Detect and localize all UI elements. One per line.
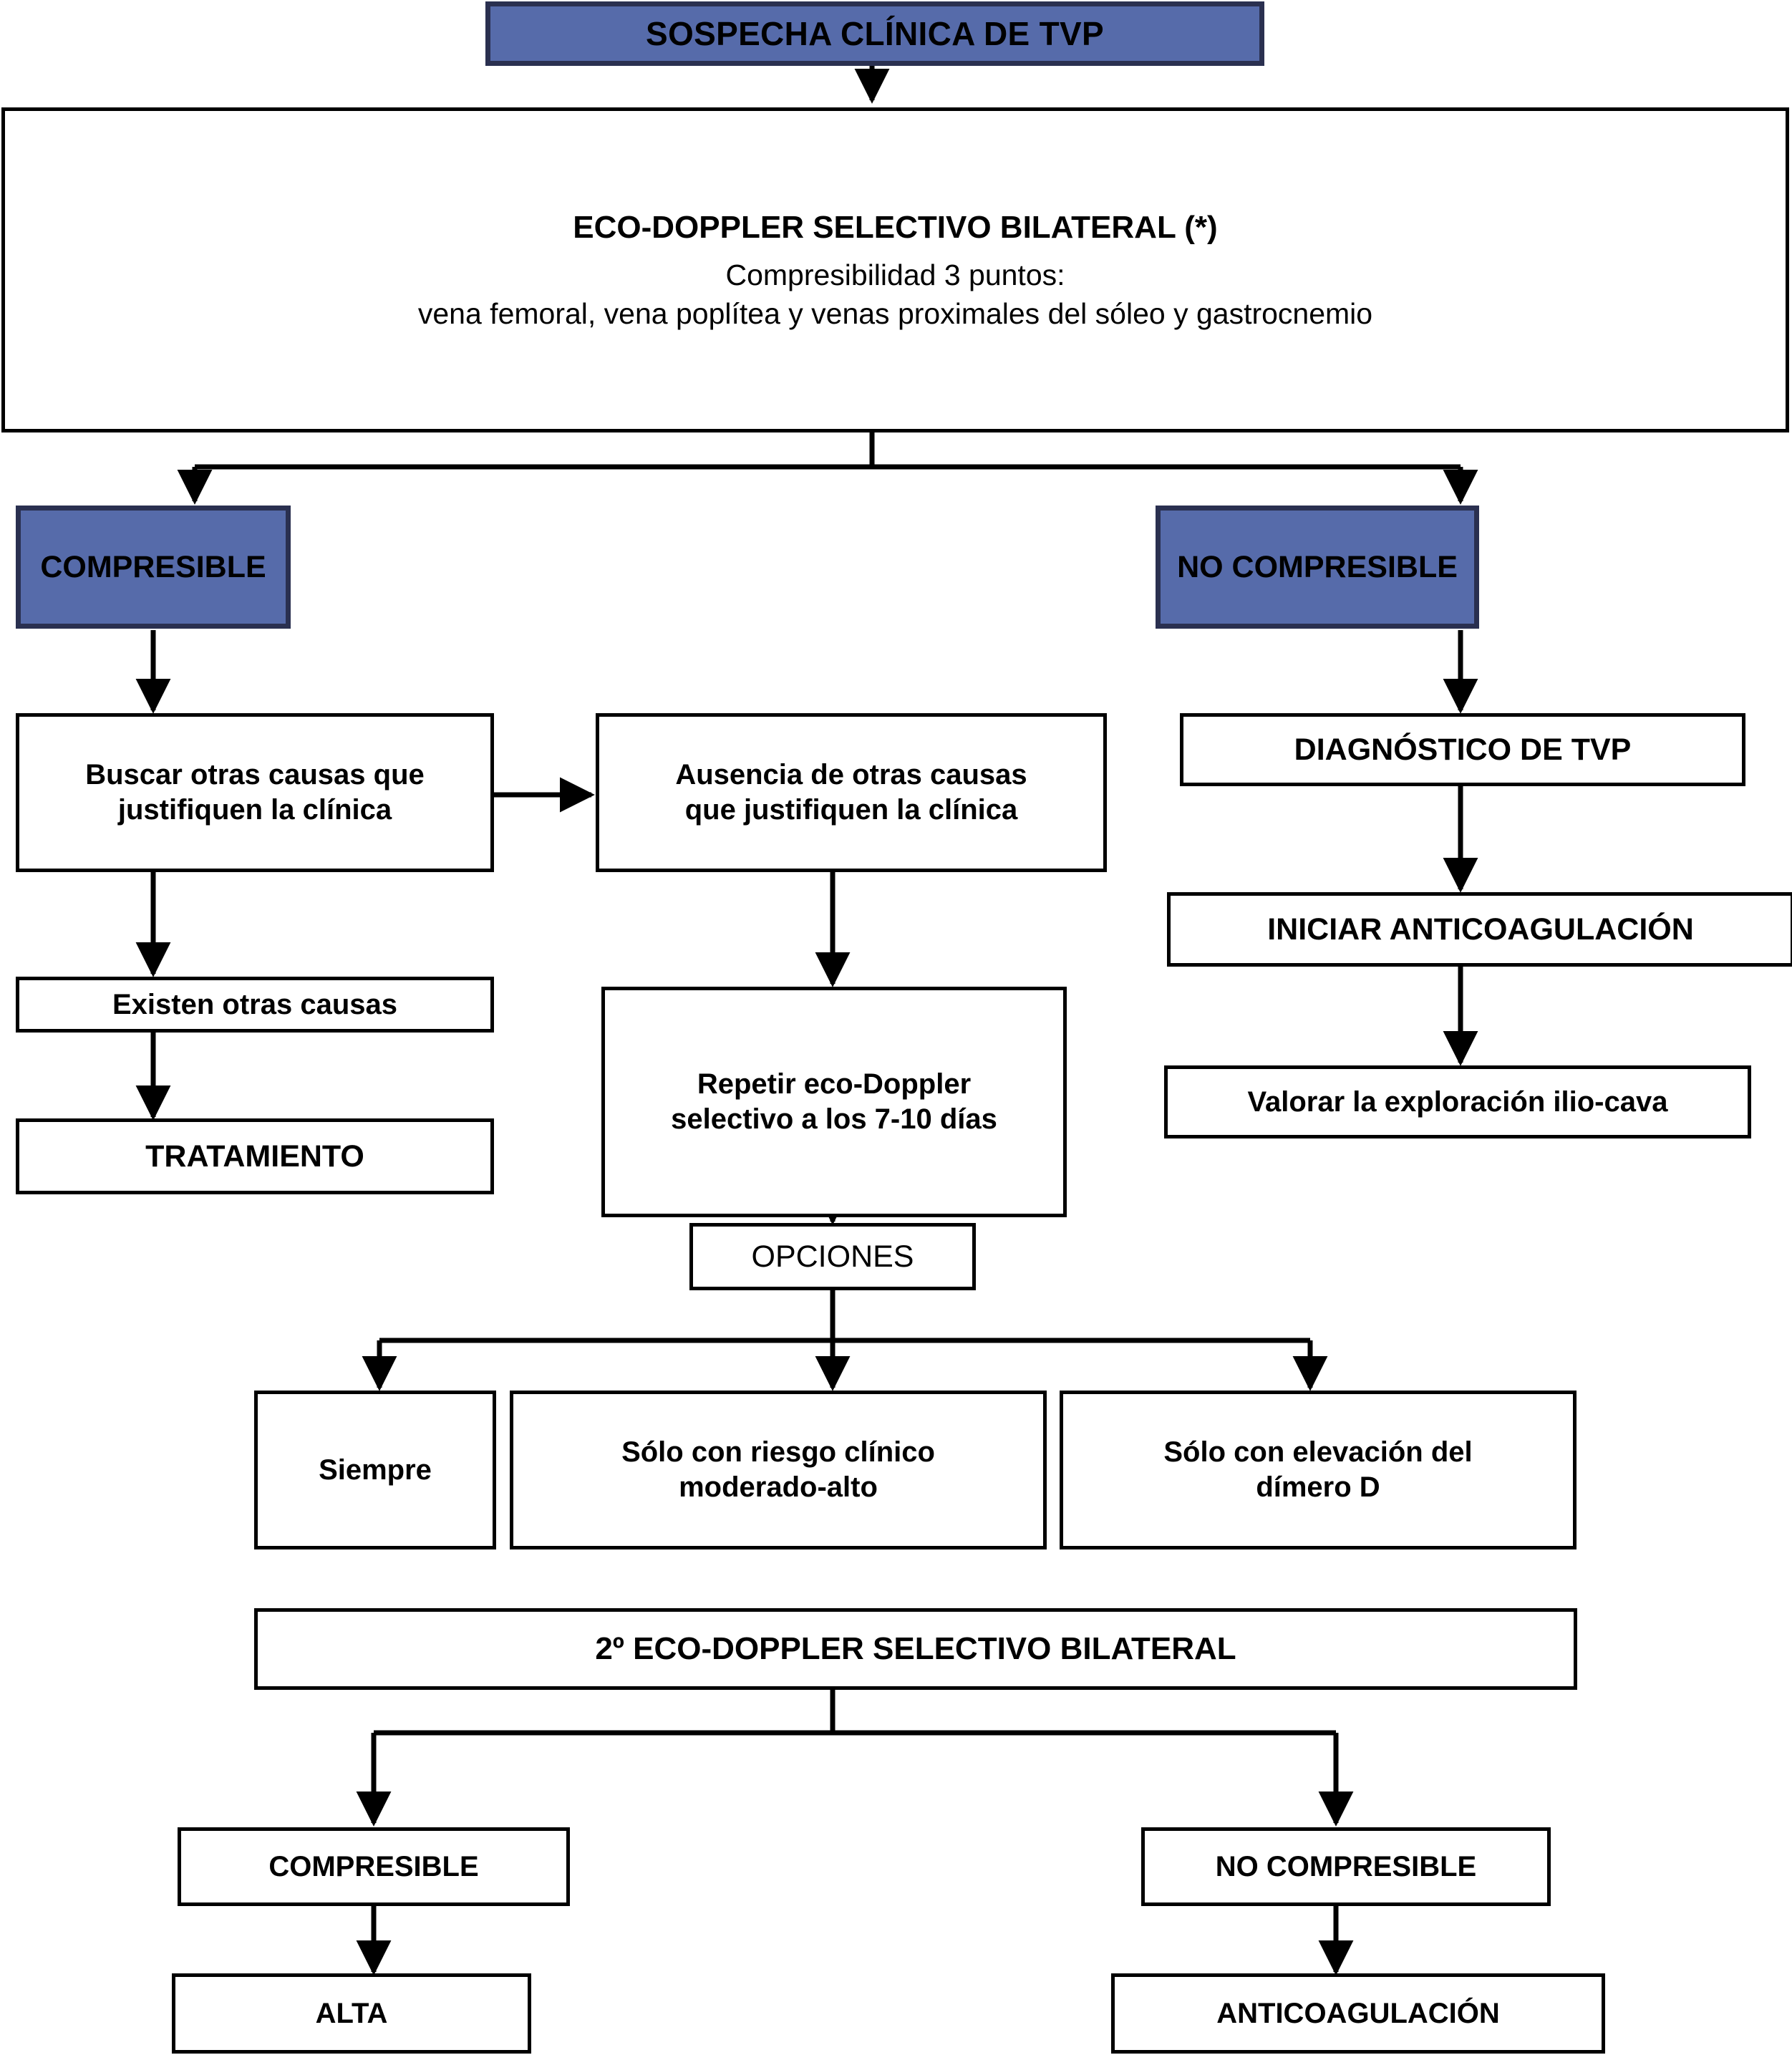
node-sospecha-clinica-tvp[interactable]: SOSPECHA CLÍNICA DE TVP [485, 1, 1264, 66]
eco-doppler-title: ECO-DOPPLER SELECTIVO BILATERAL (*) [573, 210, 1218, 246]
node-label-line-1: Repetir eco-Doppler [697, 1068, 972, 1101]
node-compresible[interactable]: COMPRESIBLE [16, 506, 291, 629]
node-anticoagulacion[interactable]: ANTICOAGULACIÓN [1111, 1973, 1605, 2054]
eco-doppler-subtitle-line-2: vena femoral, vena poplítea y venas prox… [417, 296, 1373, 330]
node-label: COMPRESIBLE [268, 1850, 479, 1882]
node-label-line-1: Buscar otras causas que [85, 759, 425, 791]
node-label: COMPRESIBLE [40, 549, 266, 584]
node-label: NO COMPRESIBLE [1215, 1850, 1477, 1882]
node-label: OPCIONES [751, 1239, 914, 1274]
node-label: INICIAR ANTICOAGULACIÓN [1267, 912, 1694, 947]
node-label: TRATAMIENTO [145, 1138, 364, 1174]
node-opcion-dimero-d[interactable]: Sólo con elevación del dímero D [1060, 1391, 1577, 1549]
node-opciones[interactable]: OPCIONES [689, 1223, 976, 1290]
node-no-compresible[interactable]: NO COMPRESIBLE [1156, 506, 1479, 629]
node-segundo-eco-doppler[interactable]: 2º ECO-DOPPLER SELECTIVO BILATERAL [254, 1608, 1577, 1690]
node-label: Siempre [319, 1454, 432, 1486]
node-compresible-segundo[interactable]: COMPRESIBLE [178, 1827, 570, 1906]
node-label: SOSPECHA CLÍNICA DE TVP [646, 14, 1104, 52]
node-iniciar-anticoagulacion[interactable]: INICIAR ANTICOAGULACIÓN [1167, 892, 1792, 967]
node-label-line-2: justifiquen la clínica [117, 794, 392, 826]
node-opcion-riesgo-clinico[interactable]: Sólo con riesgo clínico moderado-alto [510, 1391, 1047, 1549]
node-label-line-2: que justifiquen la clínica [684, 794, 1018, 826]
node-label: NO COMPRESIBLE [1177, 549, 1458, 584]
node-ausencia-otras-causas[interactable]: Ausencia de otras causas que justifiquen… [596, 713, 1107, 872]
node-label: ALTA [315, 1997, 388, 2029]
node-opcion-siempre[interactable]: Siempre [254, 1391, 496, 1549]
node-label: ANTICOAGULACIÓN [1216, 1997, 1500, 2029]
node-label: DIAGNÓSTICO DE TVP [1294, 732, 1632, 767]
node-label-line-2: dímero D [1256, 1471, 1380, 1503]
node-buscar-otras-causas[interactable]: Buscar otras causas que justifiquen la c… [16, 713, 494, 872]
node-label: Existen otras causas [112, 988, 397, 1020]
eco-doppler-subtitle-line-1: Compresibilidad 3 puntos: [725, 258, 1065, 291]
node-label-line-1: Sólo con riesgo clínico [621, 1436, 935, 1469]
node-label-line-1: Ausencia de otras causas [675, 759, 1027, 791]
node-label: 2º ECO-DOPPLER SELECTIVO BILATERAL [595, 1631, 1236, 1667]
node-label: Valorar la exploración ilio-cava [1247, 1085, 1668, 1118]
node-eco-doppler-selectivo-bilateral[interactable]: ECO-DOPPLER SELECTIVO BILATERAL (*) Comp… [1, 107, 1789, 432]
node-label-line-2: selectivo a los 7-10 días [671, 1103, 997, 1135]
node-label-line-1: Sólo con elevación del [1163, 1436, 1473, 1469]
node-label-line-2: moderado-alto [679, 1471, 878, 1503]
node-no-compresible-segundo[interactable]: NO COMPRESIBLE [1141, 1827, 1551, 1906]
node-repetir-eco-doppler[interactable]: Repetir eco-Doppler selectivo a los 7-10… [601, 987, 1067, 1217]
node-existen-otras-causas[interactable]: Existen otras causas [16, 977, 494, 1033]
node-valorar-exploracion-ilio-cava[interactable]: Valorar la exploración ilio-cava [1164, 1065, 1751, 1138]
node-alta[interactable]: ALTA [172, 1973, 531, 2054]
node-tratamiento[interactable]: TRATAMIENTO [16, 1118, 494, 1194]
node-diagnostico-tvp[interactable]: DIAGNÓSTICO DE TVP [1180, 713, 1745, 786]
